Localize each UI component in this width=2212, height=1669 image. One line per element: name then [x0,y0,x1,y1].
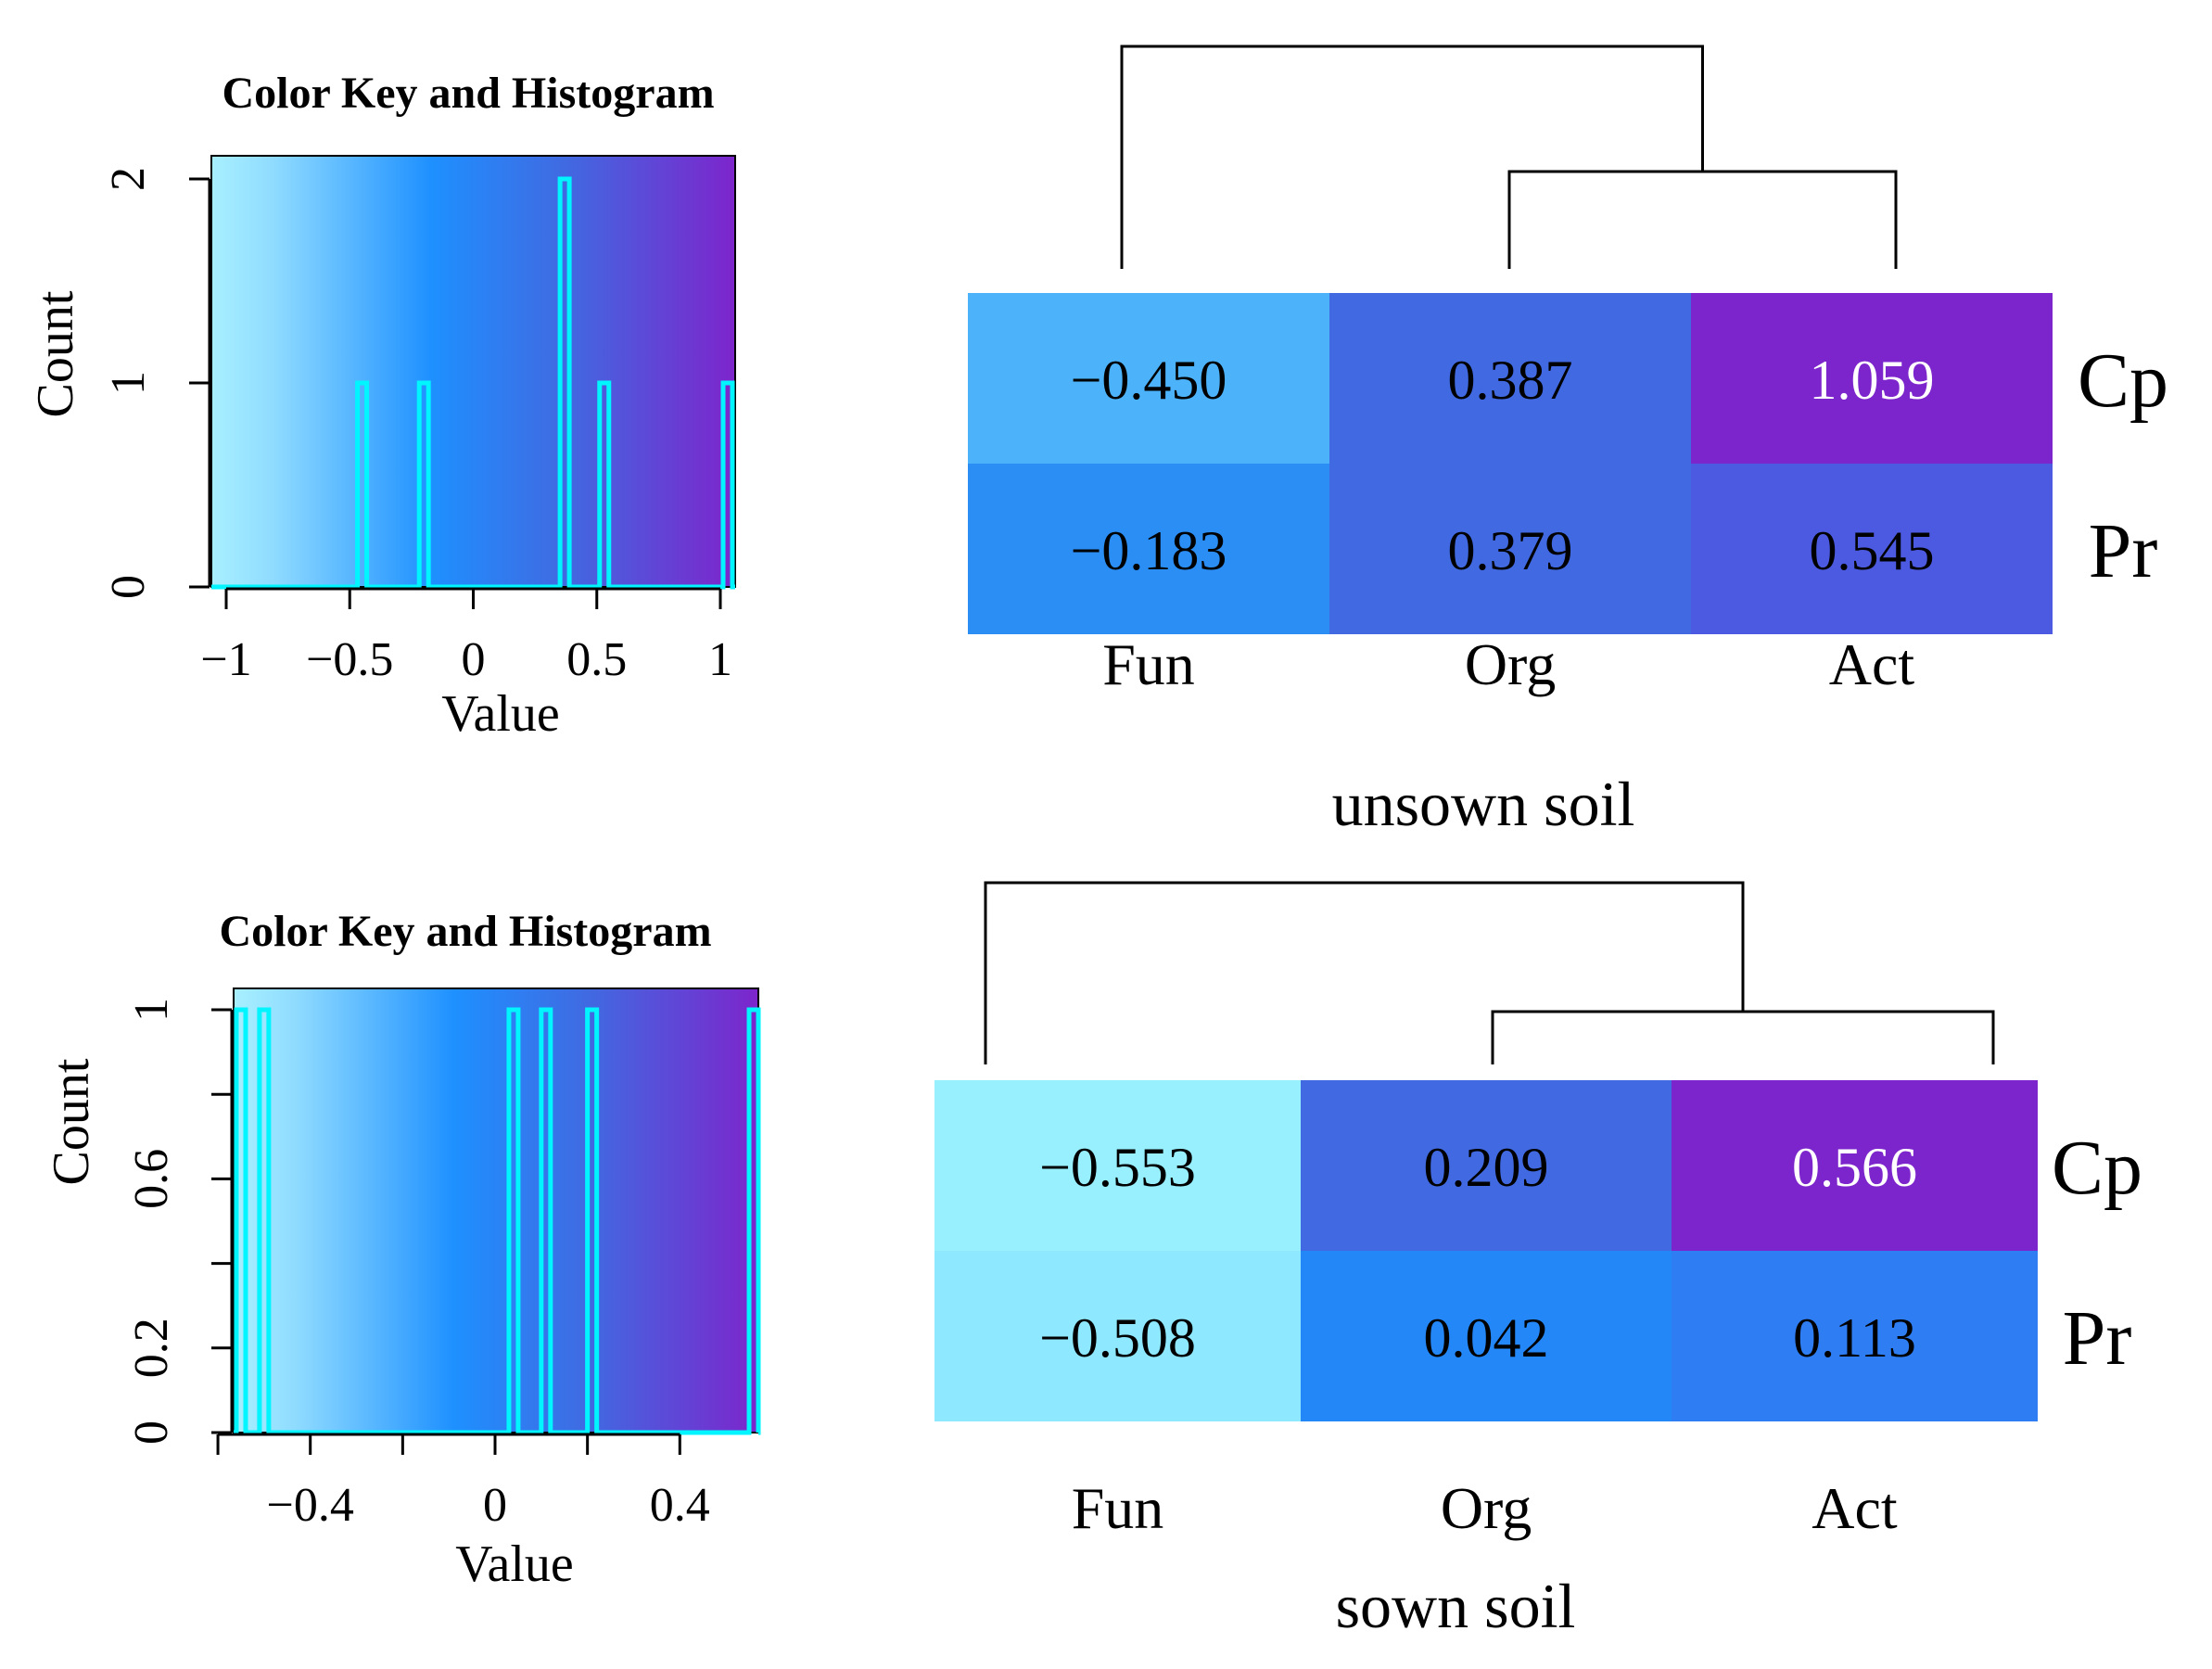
x-tick-label: −0.5 [306,633,393,686]
heatmap-cell [1672,1080,2038,1251]
y-axis-label: Count [27,290,84,417]
color-gradient [234,988,758,1433]
heatmap-cell [1301,1080,1672,1251]
x-axis-label: Value [441,685,560,743]
x-tick-label: 1 [708,633,732,686]
heatmap-cell [968,293,1329,464]
row-label: Cp [2078,338,2168,424]
y-tick-label: 1 [125,998,178,1022]
x-tick-label: 0 [483,1479,507,1532]
cell-value-label: 0.379 [1448,520,1573,581]
histogram-line [234,1007,761,1435]
cell-value-label: 0.545 [1810,520,1935,581]
column-label: Act [1812,1475,1898,1541]
panel-subtitle: unsown soil [1332,769,1635,839]
x-tick-label: −0.4 [267,1479,354,1532]
color-key-plot: −0.4 0 0.4 0 0.2 0.6 1 [125,987,761,1532]
heatmap-cell [1329,293,1691,464]
y-axis-label: Count [43,1058,100,1185]
cell-value-label: −0.508 [1039,1307,1196,1369]
column-label: Org [1441,1475,1532,1541]
column-label: Org [1465,631,1556,697]
dendrogram-branch-root [984,881,1745,1064]
cell-value-label: −0.450 [1071,350,1227,411]
color-key-title: Color Key and Histogram [219,907,711,956]
dendrogram-branch-org-act [1507,170,1898,269]
dendrogram-branch-root [1120,45,1704,269]
color-gradient [211,156,735,587]
y-tick-label: 0 [125,1421,178,1445]
column-label: Fun [1102,631,1195,697]
dendrogram-branch-org-act [1491,1010,1995,1064]
y-tick-label: 0.2 [125,1318,178,1378]
cell-value-label: 0.566 [1792,1137,1917,1198]
panel-unsown-soil: Color Key and Histogram Count Value −1 −0… [27,45,2168,839]
heatmap-cell [1691,293,2053,464]
heatmap-cell [1691,464,2053,634]
cell-value-label: −0.183 [1071,520,1227,581]
cell-value-label: −0.553 [1039,1137,1196,1198]
x-tick-label: 0 [462,633,486,686]
heatmap-cell [934,1251,1301,1421]
column-label: Fun [1072,1475,1164,1541]
x-tick-label: −1 [200,633,251,686]
heatmap-cell [1329,464,1691,634]
row-label: Cp [2052,1125,2142,1211]
row-label: Pr [2063,1295,2132,1382]
x-tick-label: 0.4 [650,1479,710,1532]
row-label: Pr [2089,508,2158,594]
heatmap-cell [1672,1251,2038,1421]
color-key-title: Color Key and Histogram [222,69,714,118]
heatmap-cell [1301,1251,1672,1421]
y-tick-label: 0.6 [125,1149,178,1209]
heatmap-cell [934,1080,1301,1251]
y-tick-label: 2 [102,167,155,191]
panel-sown-soil: Color Key and Histogram Count Value −0.4… [43,881,2142,1641]
color-key-plot: −1 −0.5 0 0.5 1 0 1 2 [102,155,736,686]
cell-value-label: 1.059 [1810,350,1935,411]
column-label: Act [1829,631,1915,697]
cell-value-label: 0.209 [1424,1137,1549,1198]
histogram-line [211,176,735,590]
y-tick-label: 1 [102,371,155,395]
x-tick-label: 0.5 [566,633,627,686]
heatmap-cell [968,464,1329,634]
cell-value-label: 0.042 [1424,1307,1549,1369]
cell-value-label: 0.387 [1448,350,1573,411]
panel-subtitle: sown soil [1336,1571,1576,1641]
x-axis-label: Value [455,1535,574,1593]
cell-value-label: 0.113 [1793,1307,1916,1369]
y-tick-label: 0 [102,575,155,599]
